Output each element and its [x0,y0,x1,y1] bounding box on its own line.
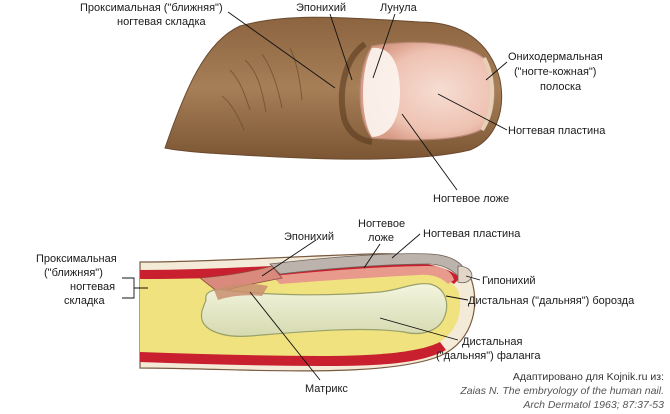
label-onychodermal-1: Ониходермальная [508,51,603,63]
label-hyponychium: Гипонихий [482,275,536,287]
finger-cross-section [139,253,476,372]
label-proximal-fold-bottom-1: Проксимальная [36,253,117,265]
label-proximal-fold-bottom-4: складка [64,295,105,307]
distal-phalanx-bone [200,283,448,337]
source-credit: Адаптировано для Kojnik.ru из: Zaias N. … [459,371,664,411]
label-nail-plate-bottom: Ногтевая пластина [423,228,521,240]
label-onychodermal-3: полоска [540,81,582,93]
finger-top-view [164,16,503,160]
label-nail-bed-bottom-2: ложе [368,232,394,244]
label-eponychium-bottom: Эпонихий [284,231,334,243]
label-proximal-fold-bottom-2: ("ближняя") [44,267,103,279]
label-nail-plate-top: Ногтевая пластина [508,125,606,137]
label-proximal-fold-top-1: Проксимальная ("ближняя") [80,2,223,14]
hyponychium-tip [457,265,473,284]
bottom-leader-lines [122,233,481,381]
proximal-nail-fold [338,41,373,145]
label-distal-phalanx-2: ("дальняя") фаланга [436,350,541,362]
label-nail-bed-top: Ногтевое ложе [433,193,509,205]
onychodermal-band [480,57,495,132]
dermis-top [140,260,460,284]
top-leader-lines [227,11,508,191]
dermis-bottom [140,342,446,366]
label-distal-groove: Дистальная ("дальняя") борозда [468,295,635,307]
credit-line-1: Адаптировано для Kojnik.ru из: [513,371,664,383]
label-distal-phalanx-1: Дистальная [462,336,522,348]
label-eponychium-top: Эпонихий [296,2,346,14]
label-proximal-fold-bottom-3: ногтевая [70,281,115,293]
lunula [363,47,400,138]
label-matrix: Матрикс [305,383,348,395]
label-lunula: Лунула [380,2,418,14]
bottom-labels: Эпонихий Ногтевое ложе Ногтевая пластина… [36,218,635,395]
skin-creases [221,47,303,131]
credit-line-2: Zaias N. The embryology of the human nai… [459,385,664,397]
label-onychodermal-2: ("ногте-кожная") [514,66,596,78]
top-labels: Проксимальная ("ближняя") ногтевая склад… [80,2,606,205]
credit-line-3: Arch Dermatol 1963; 87:37-53 [522,399,664,411]
nail-bed-section [272,266,454,284]
matrix-tissue [214,283,268,300]
label-nail-bed-bottom-1: Ногтевое [358,218,405,230]
label-proximal-fold-top-2: ногтевая складка [117,16,207,28]
